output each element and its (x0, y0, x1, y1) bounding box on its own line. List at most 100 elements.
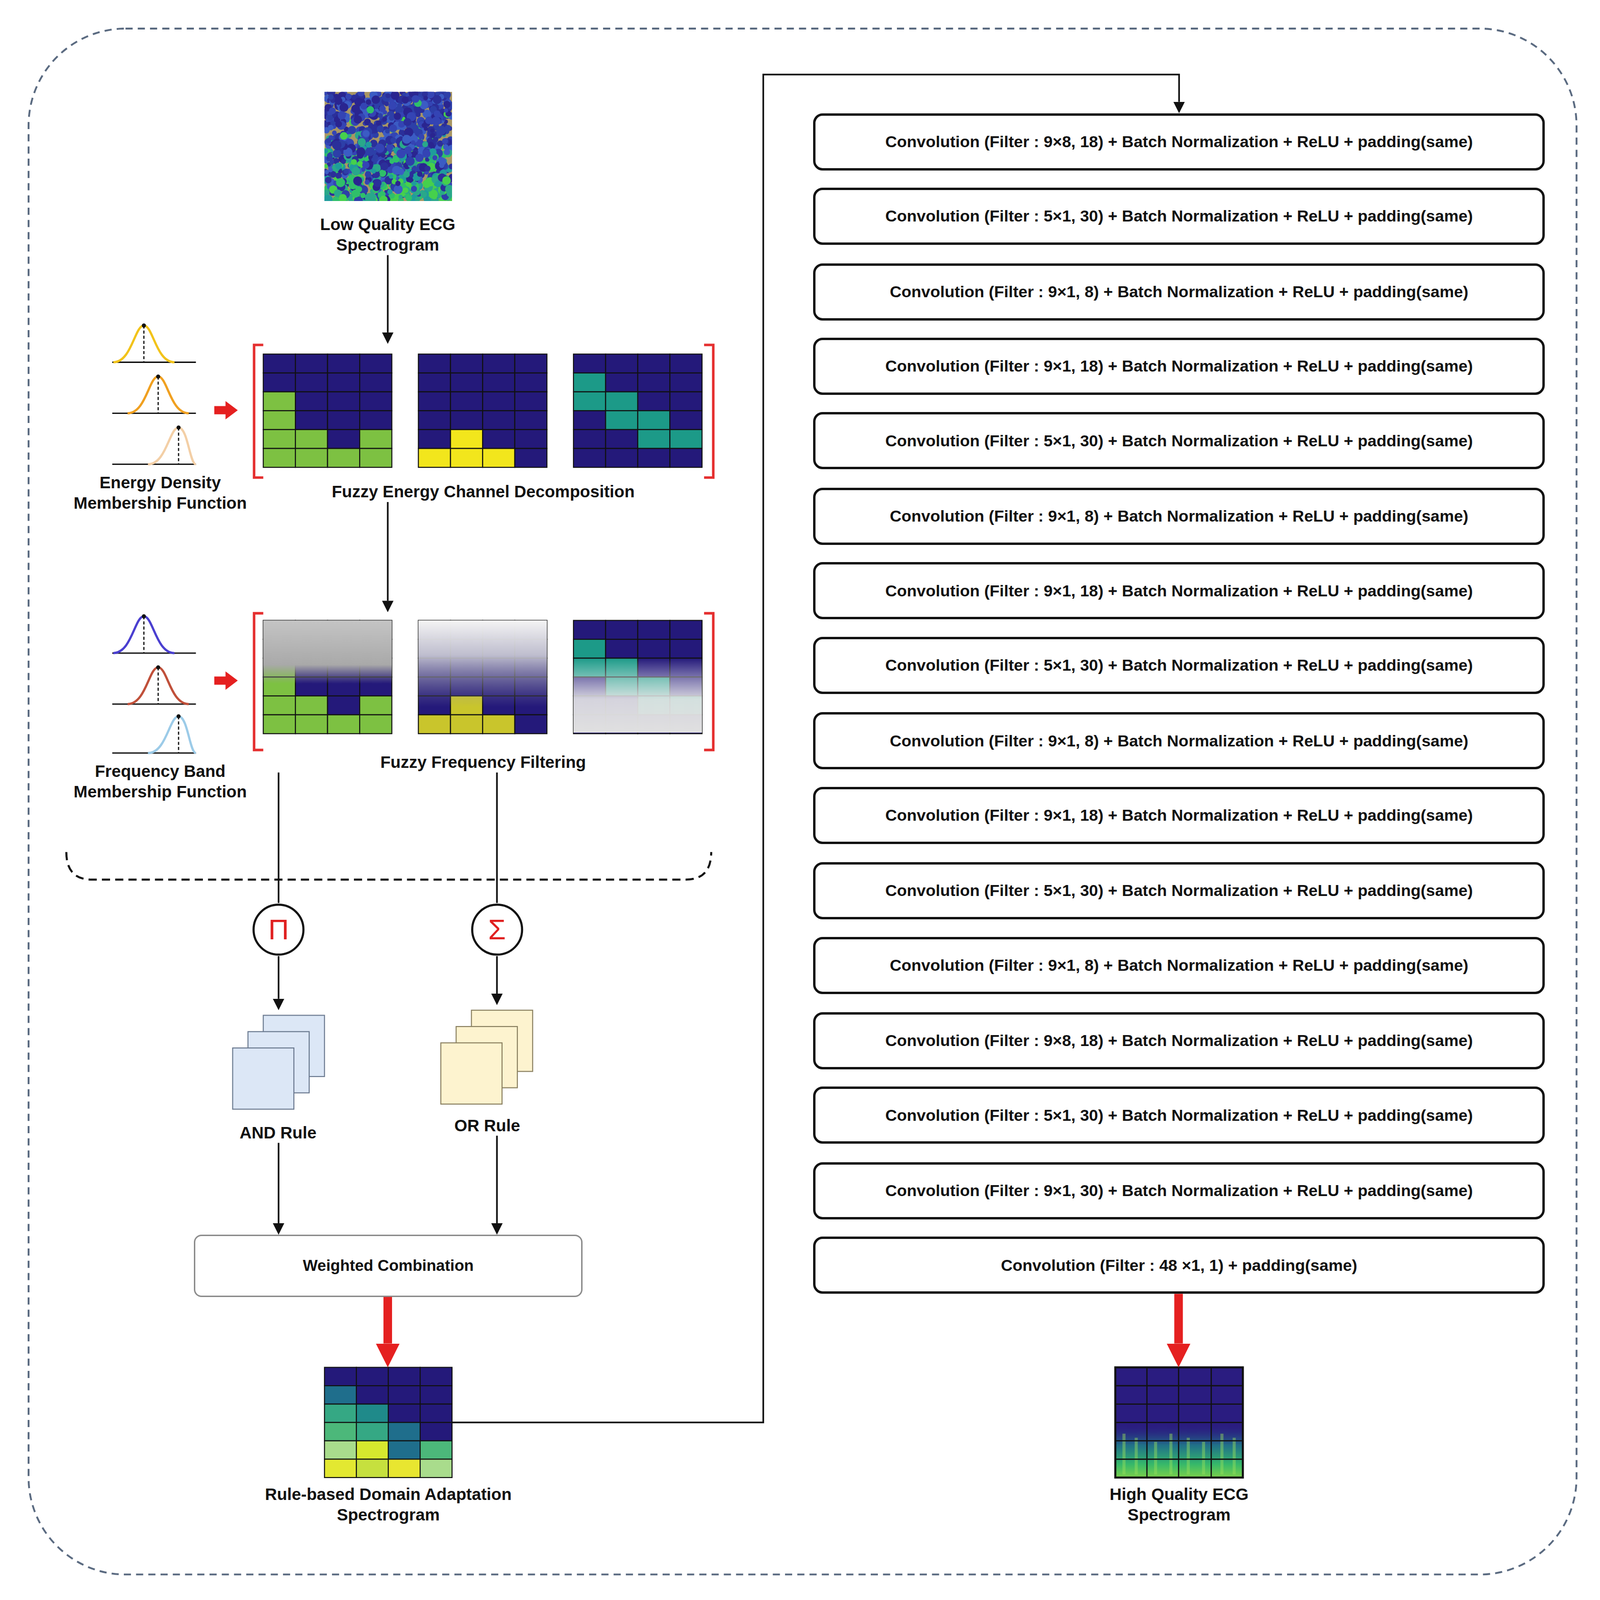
layer-box: Convolution (Filter : 9×1, 18) + Batch N… (813, 562, 1545, 620)
speckle (436, 125, 446, 135)
speckle (402, 187, 409, 193)
speckle (363, 156, 369, 162)
speckle (407, 152, 413, 158)
layer-box: Convolution (Filter : 9×1, 8) + Batch No… (813, 712, 1545, 770)
speckle (411, 95, 420, 103)
grid-cell (482, 392, 515, 412)
speckle (390, 91, 400, 101)
grid-cell (263, 695, 296, 715)
grid-cell (514, 372, 547, 393)
layer-box: Convolution (Filter : 5×1, 30) + Batch N… (813, 412, 1545, 470)
grid-cell (482, 353, 515, 373)
speckle (426, 126, 435, 135)
grid-cell (295, 695, 328, 715)
speckle (380, 162, 389, 171)
speckle (332, 140, 342, 151)
frequency-membership-curves (112, 614, 197, 754)
speckle (417, 171, 423, 178)
spectrogram-streak (1122, 1433, 1126, 1475)
speckle (443, 149, 451, 156)
speckle (430, 128, 435, 133)
speckle (414, 196, 421, 202)
spectrogram-background (1115, 1367, 1243, 1478)
speckle (420, 190, 425, 195)
speckle (431, 116, 441, 126)
speckle (389, 159, 394, 164)
speckle (382, 116, 388, 122)
node-label: Convolution (Filter : 9×8, 18) + Batch N… (885, 131, 1474, 152)
grid-cell (637, 429, 670, 449)
speckle (357, 161, 363, 167)
grid-cell (327, 448, 360, 468)
high-quality-spectrogram (1115, 1367, 1243, 1478)
node-label: Rule-based Domain Adaptation Spectrogram (240, 1484, 536, 1525)
circle-shape (472, 904, 523, 955)
spectrogram-block: Rule-based Domain Adaptation Spectrogram (324, 1367, 453, 1478)
grid-cell (669, 639, 702, 659)
grid-cell (637, 410, 670, 430)
speckle (334, 97, 343, 106)
grid-line (1146, 1367, 1148, 1478)
speckle (432, 136, 439, 143)
operator-symbol: Π (268, 915, 289, 945)
spectrogram-background (324, 91, 453, 202)
node-label: Convolution (Filter : 5×1, 30) + Batch N… (885, 1105, 1474, 1126)
grid-cell (669, 620, 702, 640)
spectrogram-block: High Quality ECG Spectrogram (1115, 1367, 1243, 1478)
grid-cell (450, 410, 483, 430)
speckle (418, 133, 424, 140)
node-label: Convolution (Filter : 5×1, 30) + Batch N… (885, 880, 1474, 901)
node-label: Low Quality ECG Spectrogram (306, 214, 470, 255)
flow-connector (277, 1142, 280, 1224)
layer-box: Convolution (Filter : 5×1, 30) + Batch N… (813, 862, 1545, 920)
speckle (427, 101, 433, 107)
grid-cell (388, 1459, 421, 1478)
speckle (372, 154, 379, 161)
layer-box: Convolution (Filter : 9×8, 18) + Batch N… (813, 113, 1545, 171)
speckle (421, 122, 427, 128)
speckle (335, 172, 342, 179)
grid-cell (359, 714, 392, 735)
speckle (373, 179, 382, 188)
grid-cell (573, 620, 606, 640)
node-label: AND Rule (239, 1122, 317, 1144)
grid-cell (295, 372, 328, 393)
grid-cell (418, 372, 451, 393)
node-label: High Quality ECG Spectrogram (1097, 1484, 1261, 1525)
grid-cell (356, 1385, 389, 1405)
grid-cell (420, 1404, 453, 1423)
flow-connector (386, 502, 389, 601)
speckle (360, 102, 368, 110)
speckle (393, 112, 403, 122)
filter-overlay (263, 620, 393, 684)
speckle (422, 179, 431, 188)
grid-cell (295, 429, 328, 449)
flow-connector (496, 1135, 499, 1224)
speckle (382, 93, 391, 102)
grid-cell (420, 1367, 453, 1387)
speckle (360, 129, 370, 139)
grid-cell (327, 695, 360, 715)
dashed-group-bracket (66, 852, 712, 880)
grid-cell (637, 620, 670, 640)
speckle (387, 189, 393, 195)
speckle (324, 194, 333, 202)
speckle (433, 110, 441, 118)
and-rule-stack (232, 1015, 325, 1110)
speckle (327, 114, 333, 121)
grid-cell (450, 353, 483, 373)
speckle (338, 193, 347, 202)
node-label: Convolution (Filter : 9×1, 18) + Batch N… (885, 581, 1474, 601)
speckle (395, 181, 401, 187)
speckle (402, 134, 412, 144)
grid-cell (482, 714, 515, 735)
figure-block: Fuzzy Frequency Filtering (251, 612, 715, 773)
speckle (325, 138, 332, 144)
speckle (357, 138, 366, 147)
speckle (360, 192, 366, 199)
speckle (335, 178, 345, 188)
grid-cell (295, 410, 328, 430)
speckle (332, 130, 337, 136)
speckle (327, 124, 334, 131)
speckle (351, 159, 357, 165)
